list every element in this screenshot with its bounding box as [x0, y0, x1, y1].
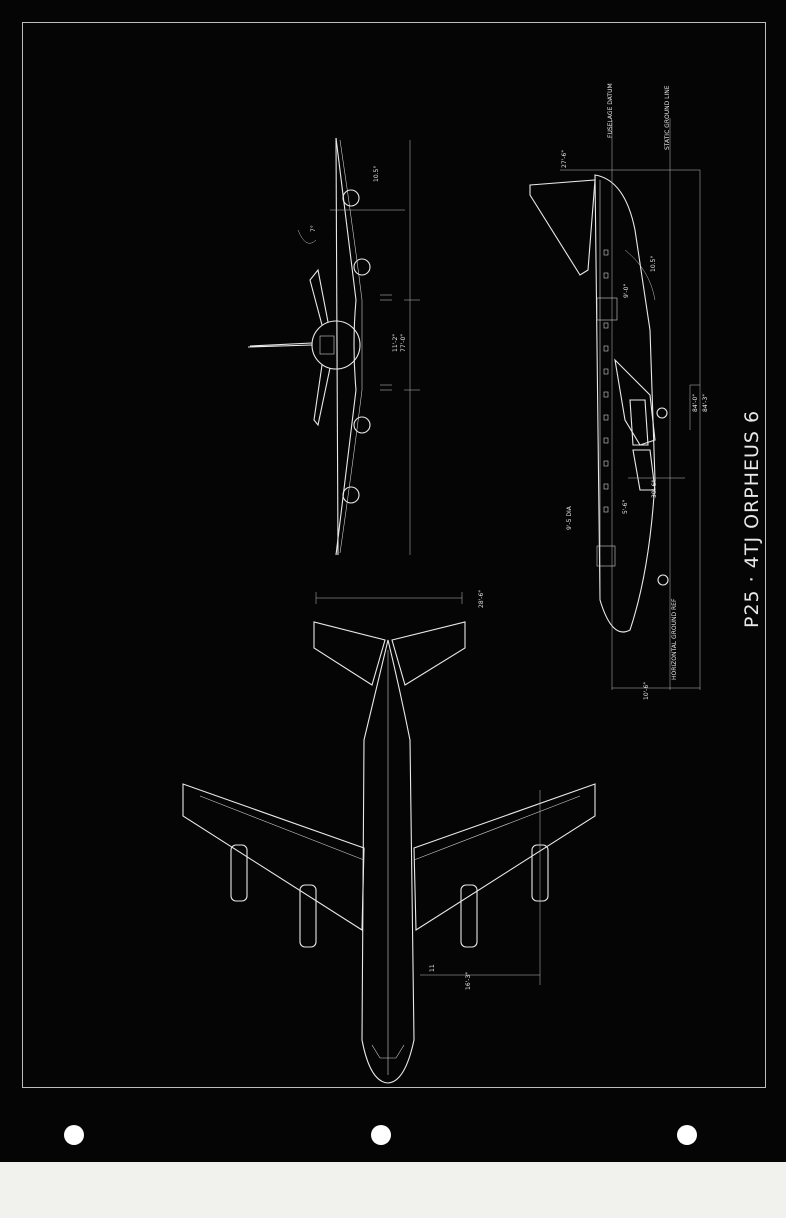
label-fuselage-datum: FUSELAGE DATUM: [607, 83, 614, 138]
label-wing-dihedral: 10.5°: [373, 166, 380, 182]
label-track-inner: 11'-2": [392, 334, 399, 352]
label-plan-dim-b: 16'-3": [465, 972, 472, 990]
label-static-ground-line: STATIC GROUND LINE: [664, 85, 671, 150]
engine-plan-3: [460, 884, 478, 948]
paper-margin: [0, 1162, 786, 1218]
label-dihedral-small: 7°: [310, 225, 317, 232]
label-span-front: 77'-0": [400, 334, 407, 352]
label-plan-dim-a: 11: [429, 964, 436, 972]
label-nose-height: 10'-6": [643, 682, 650, 700]
drawing-title: P25 · 4TJ ORPHEUS 6: [741, 410, 763, 628]
side-view: [529, 118, 701, 690]
plan-view: [182, 592, 596, 1084]
nose-gear-wheel: [657, 574, 669, 586]
fin: [529, 179, 596, 276]
binder-hole-left: [64, 1125, 84, 1145]
fuselage-cross-section: [311, 320, 361, 370]
binder-hole-center: [371, 1125, 391, 1145]
drawing-border: [22, 22, 766, 1088]
main-gear-wheel: [656, 407, 668, 419]
right-wing: [413, 783, 596, 931]
front-view: [247, 137, 420, 556]
label-small-dim: 5'-6": [622, 500, 629, 514]
engine-nacelle-4: [342, 486, 360, 504]
left-wing: [182, 783, 365, 931]
engine-plan-1: [230, 844, 248, 902]
engine-nacelle-2: [353, 258, 371, 276]
fuselage-plan: [361, 639, 415, 1084]
engine-nacelle-1: [342, 189, 360, 207]
label-overall-length-b: 84'-3": [702, 394, 709, 412]
cabin-windows: [603, 249, 609, 513]
aircraft-three-view-drawing: FUSELAGE DATUM STATIC GROUND LINE HORIZO…: [182, 83, 763, 1084]
label-horizontal-ground-ref: HORIZONTAL GROUND REF: [671, 598, 678, 680]
engine-plan-2: [299, 884, 317, 948]
engine-nacelle-3: [353, 416, 371, 434]
label-fuselage-station: 9'-0": [623, 284, 630, 298]
label-overall-length-a: 84'-0": [692, 394, 699, 412]
label-nose-angle: 10.5°: [650, 256, 657, 272]
label-fuselage-dia: 9'-5 DIA: [566, 505, 573, 530]
label-tailplane-span: 28'-6": [478, 590, 485, 608]
label-gear-spacing: 30'-6": [651, 480, 658, 498]
label-fin-height: 27'-6": [561, 150, 568, 168]
binder-hole-right: [677, 1125, 697, 1145]
blueprint-sheet: FUSELAGE DATUM STATIC GROUND LINE HORIZO…: [0, 0, 786, 1162]
